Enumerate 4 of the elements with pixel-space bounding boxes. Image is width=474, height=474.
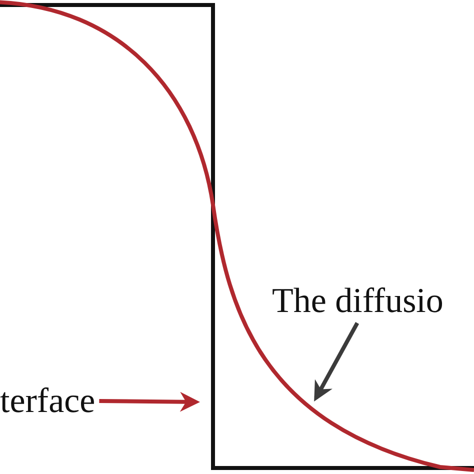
- text-label: terface: [0, 381, 96, 420]
- leader-arrow: [99, 392, 200, 412]
- leader-arrow: [314, 322, 360, 402]
- text-label: The diffusio: [272, 281, 444, 320]
